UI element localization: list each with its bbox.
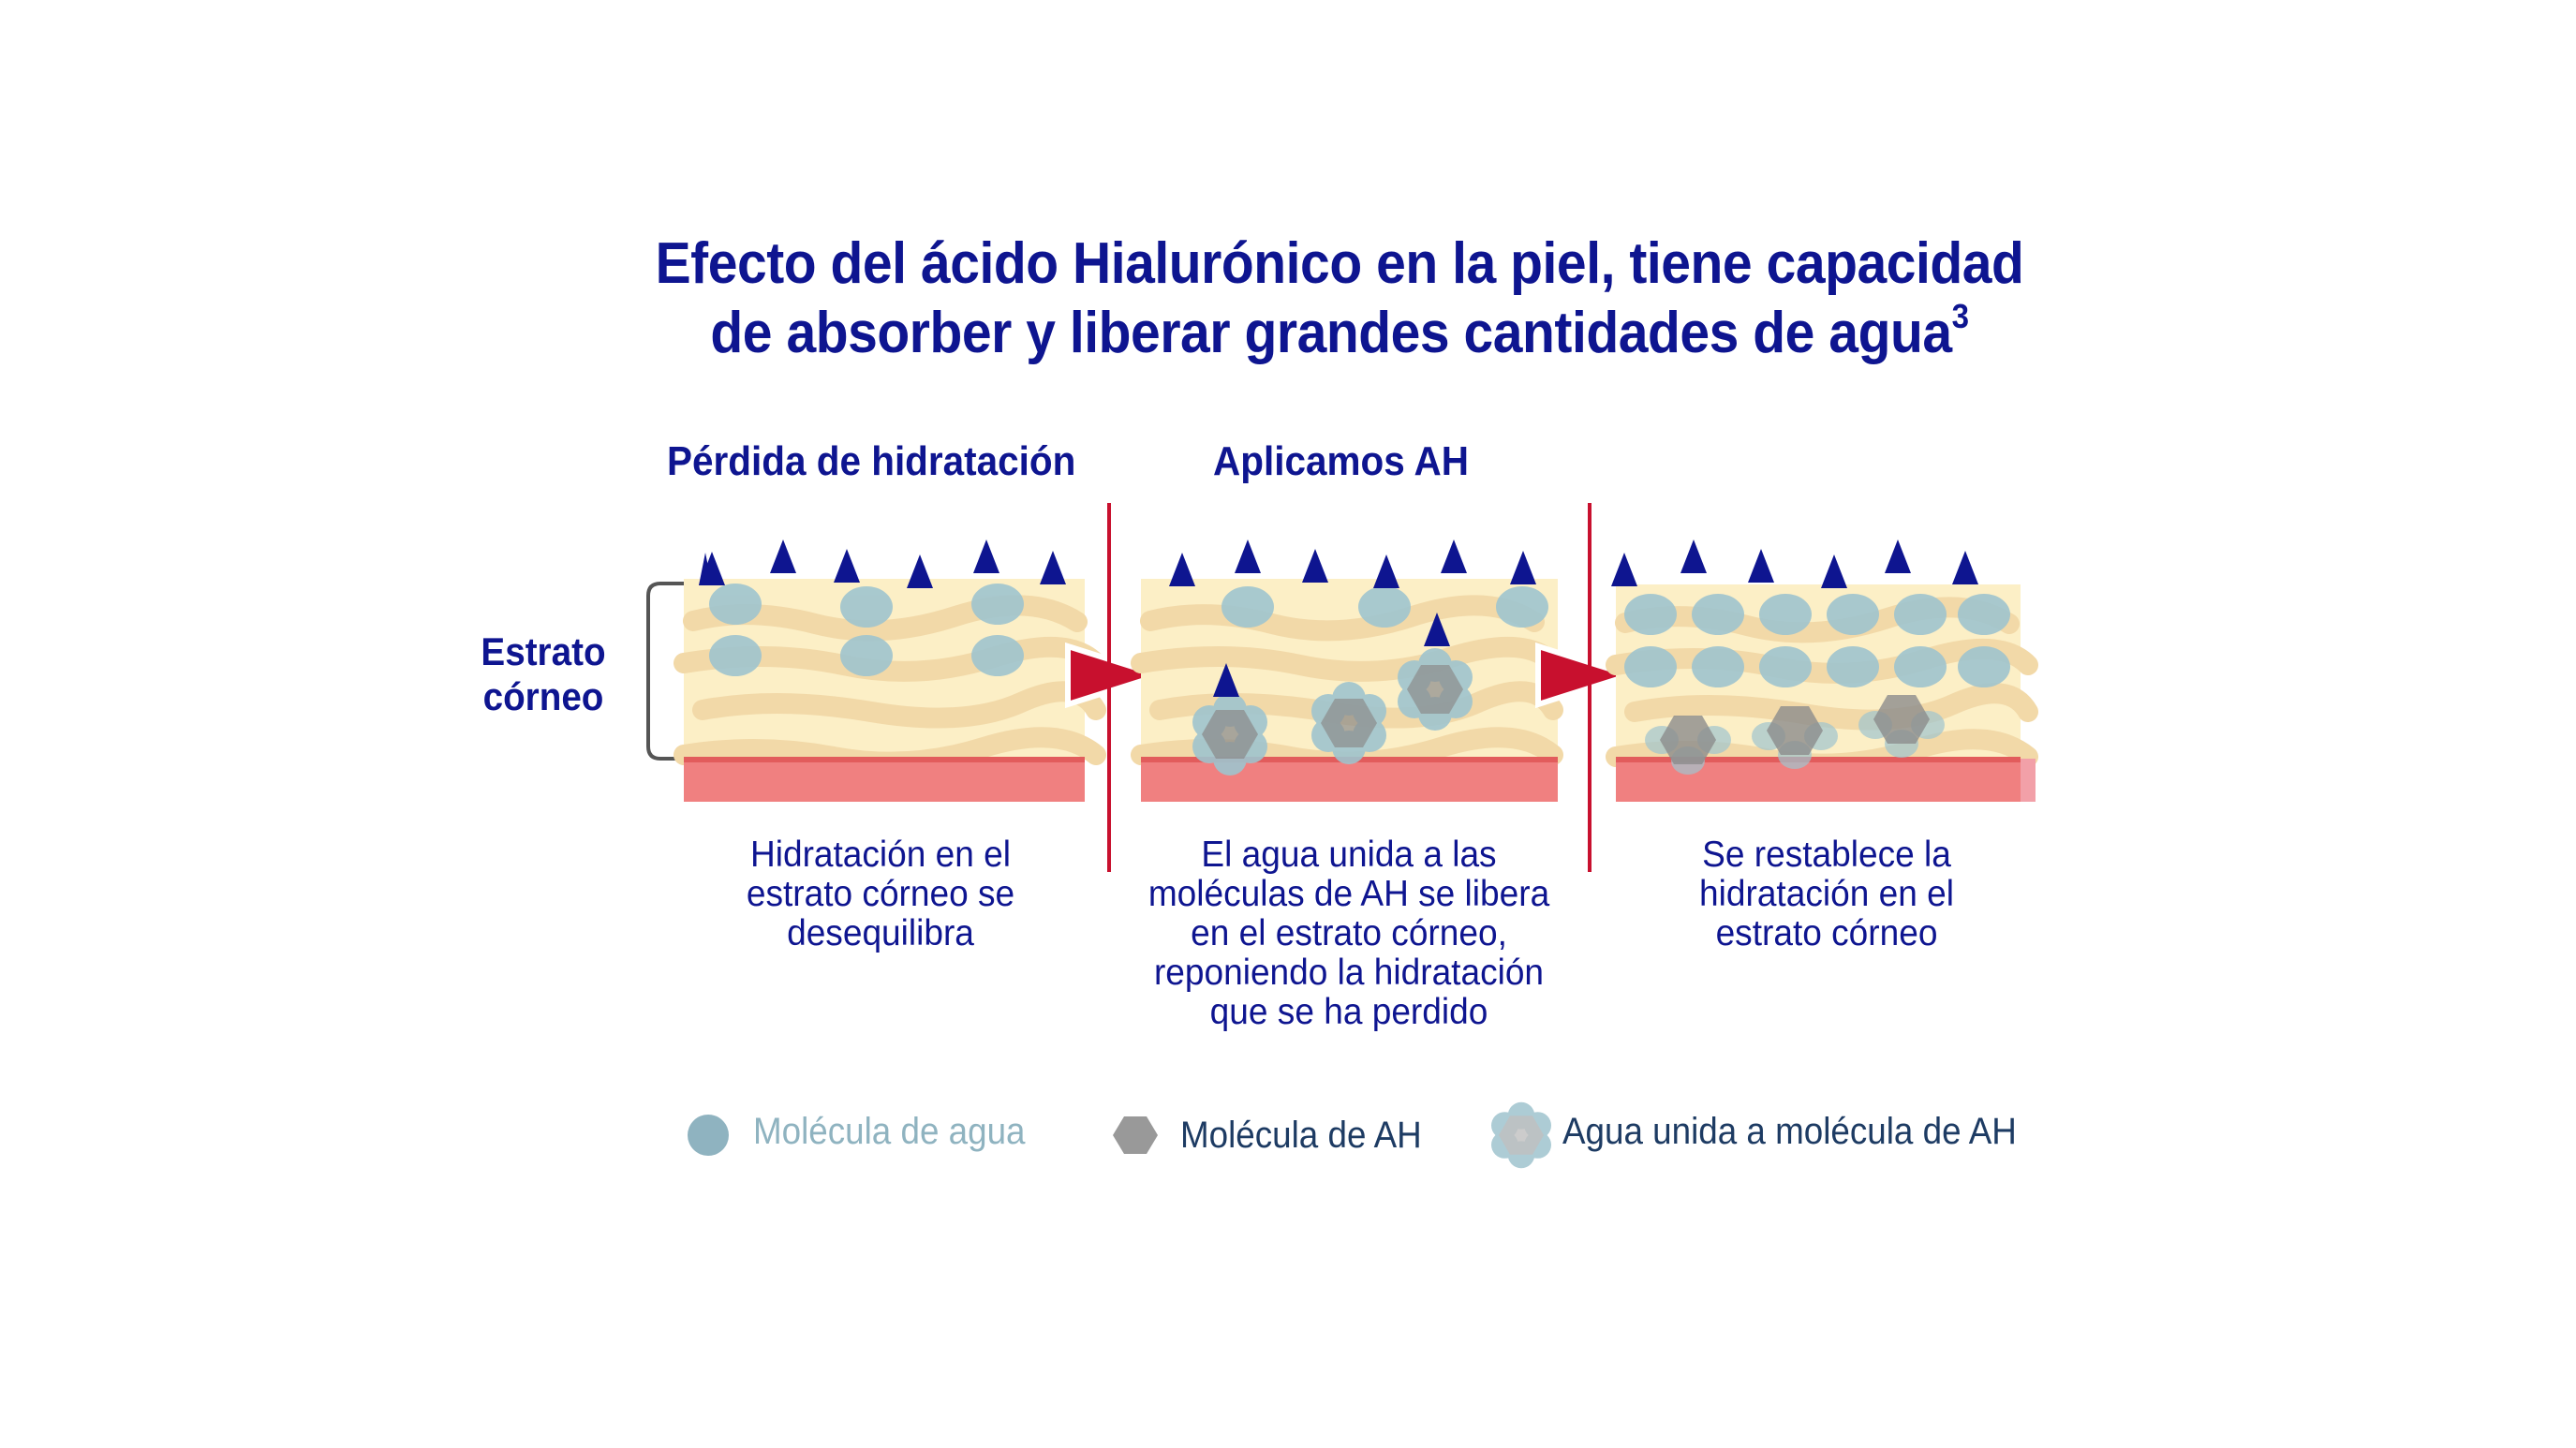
panel-1-water-molecules xyxy=(709,584,1024,676)
panel-1-heading: Pérdida de hidratación xyxy=(667,438,1076,484)
stratum-corneum-label: Estrato córneo xyxy=(466,629,621,719)
panel-2-dermis xyxy=(1141,757,1558,802)
title-line-2-text: de absorber y liberar grandes cantidades… xyxy=(710,301,1952,365)
panel-1-caption-line-3: desequilibra xyxy=(787,913,974,953)
panel-1-dermis xyxy=(684,757,1085,802)
stratum-corneum-label-line-2: córneo xyxy=(482,674,604,718)
title-line-2: de absorber y liberar grandes cantidades… xyxy=(107,299,2571,368)
panel-1-caption-line-2: estrato córneo se xyxy=(746,874,1015,914)
panel-1-caption: Hidratación en el estrato córneo se dese… xyxy=(667,835,1094,953)
title-superscript: 3 xyxy=(1951,297,1969,335)
panel-1-skin xyxy=(684,539,1096,802)
panel-3-triangles xyxy=(1611,539,1978,588)
panel-2-caption-line-1: El agua unida a las xyxy=(1201,835,1497,875)
panel-1-caption-line-1: Hidratación en el xyxy=(749,835,1012,875)
arrow-1-icon xyxy=(1065,642,1169,709)
arrow-2-icon xyxy=(1535,642,1639,709)
panel-2-heading: Aplicamos AH xyxy=(1213,438,1469,484)
divider-1 xyxy=(1107,503,1111,872)
panel-1-triangles xyxy=(699,539,1066,588)
bound-water-icon xyxy=(1491,1101,1551,1169)
stratum-bracket xyxy=(646,582,688,761)
panel-2-caption-line-2: moléculas de AH se libera xyxy=(1147,874,1550,914)
panel-3-skin xyxy=(1611,539,2036,802)
panel-2-caption: El agua unida a las moléculas de AH se l… xyxy=(1118,835,1580,1032)
panel-2-caption-line-4: reponiendo la hidratación xyxy=(1153,953,1545,993)
panel-2-caption-line-3: en el estrato córneo, xyxy=(1191,913,1507,953)
panel-3-ha-molecules xyxy=(1645,695,1945,775)
panel-2-skin xyxy=(1141,539,1558,802)
title-line-1: Efecto del ácido Hialurónico en la piel,… xyxy=(655,231,2024,296)
ha-molecule-icon xyxy=(1113,1116,1158,1154)
panel-2-triangles xyxy=(1169,539,1536,697)
page-title: Efecto del ácido Hialurónico en la piel,… xyxy=(107,229,2571,368)
panel-3-caption-line-1: Se restablece la xyxy=(1702,835,1951,875)
panel-2-caption-line-5: que se ha perdido xyxy=(1209,992,1488,1032)
stratum-corneum-label-line-1: Estrato xyxy=(481,629,606,673)
legend-water-label: Molécula de agua xyxy=(753,1111,1026,1152)
legend-bound-water-label: Agua unida a molécula de AH xyxy=(1562,1111,2017,1152)
legend-ha-label: Molécula de AH xyxy=(1180,1115,1422,1156)
panel-3-caption-line-3: estrato córneo xyxy=(1715,913,1938,953)
divider-2 xyxy=(1588,503,1591,872)
panel-3-water-molecules xyxy=(1624,594,2010,687)
panel-3-caption-line-2: hidratación en el xyxy=(1699,874,1954,914)
panel-3-caption: Se restablece la hidratación en el estra… xyxy=(1622,835,2032,953)
water-molecule-icon xyxy=(688,1115,729,1156)
panel-2-water-molecules xyxy=(1221,586,1548,628)
